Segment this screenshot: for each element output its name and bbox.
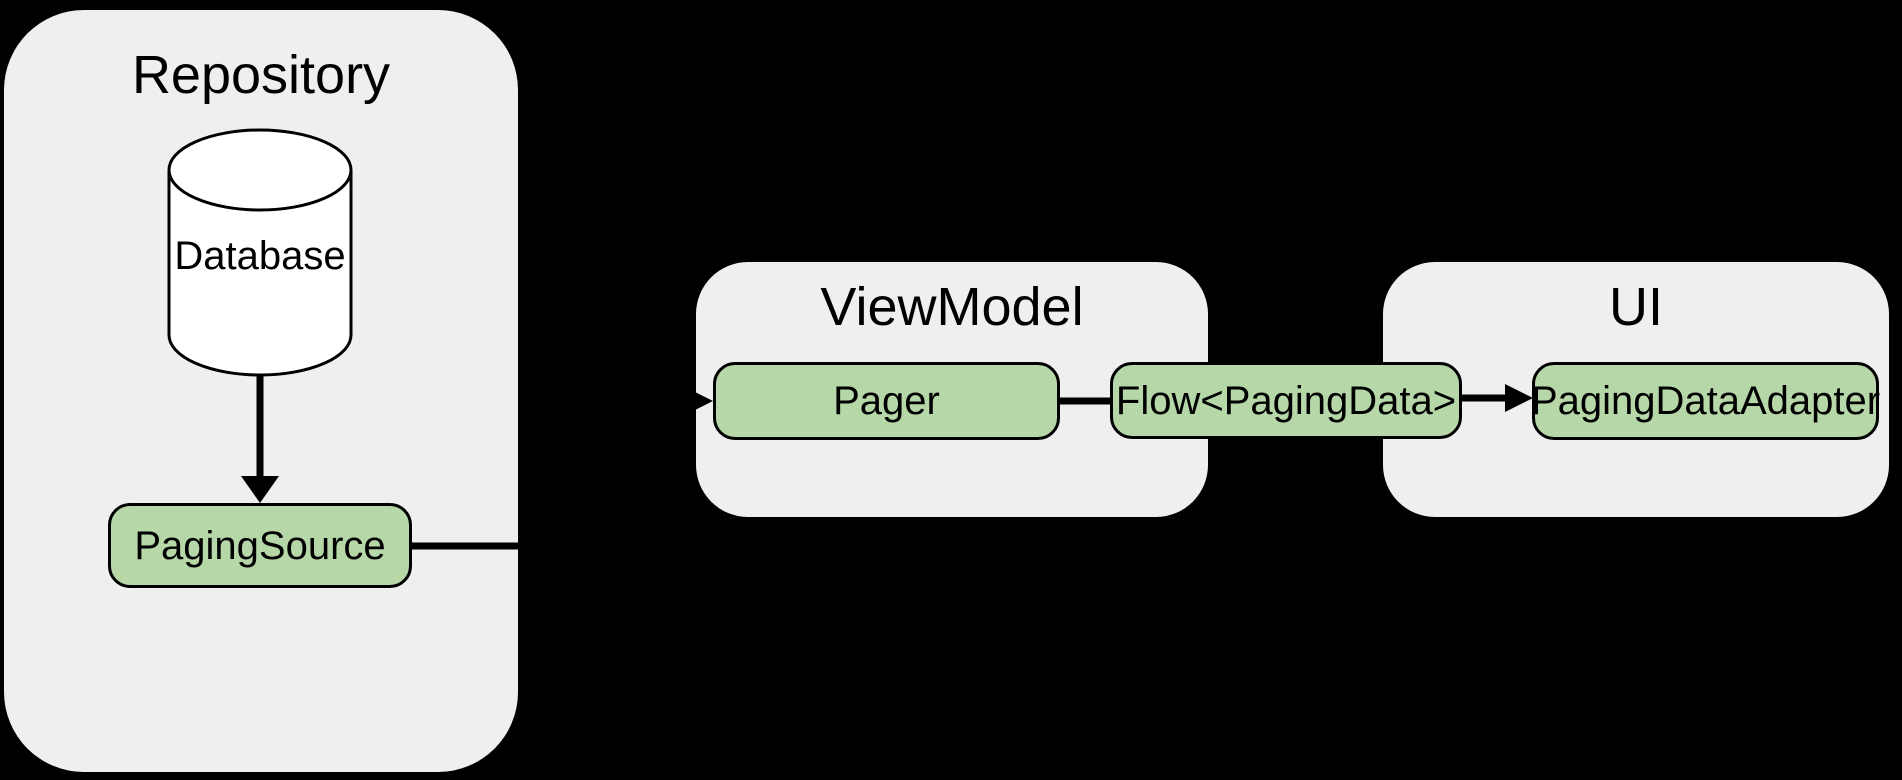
database-cylinder-top: [167, 128, 353, 212]
paging-data-adapter-node: PagingDataAdapter: [1530, 362, 1881, 440]
viewmodel-title: ViewModel: [820, 277, 1084, 337]
database-cylinder: [166, 128, 354, 378]
flow-paging-data-node: Flow<PagingData>: [1110, 362, 1462, 439]
paging-data-adapter-label: PagingDataAdapter: [1530, 379, 1881, 423]
flow-paging-data-label: Flow<PagingData>: [1115, 378, 1457, 423]
ui-title: UI: [1609, 277, 1663, 337]
repository-group: Repository: [4, 10, 518, 772]
paging-source-label: PagingSource: [134, 523, 386, 568]
pager-label: Pager: [833, 379, 940, 423]
database-cylinder-body: [167, 170, 353, 377]
repository-title: Repository: [131, 45, 391, 105]
database-label: Database: [174, 234, 346, 278]
pager-node: Pager: [713, 362, 1060, 440]
paging-source-node: PagingSource: [108, 503, 412, 588]
